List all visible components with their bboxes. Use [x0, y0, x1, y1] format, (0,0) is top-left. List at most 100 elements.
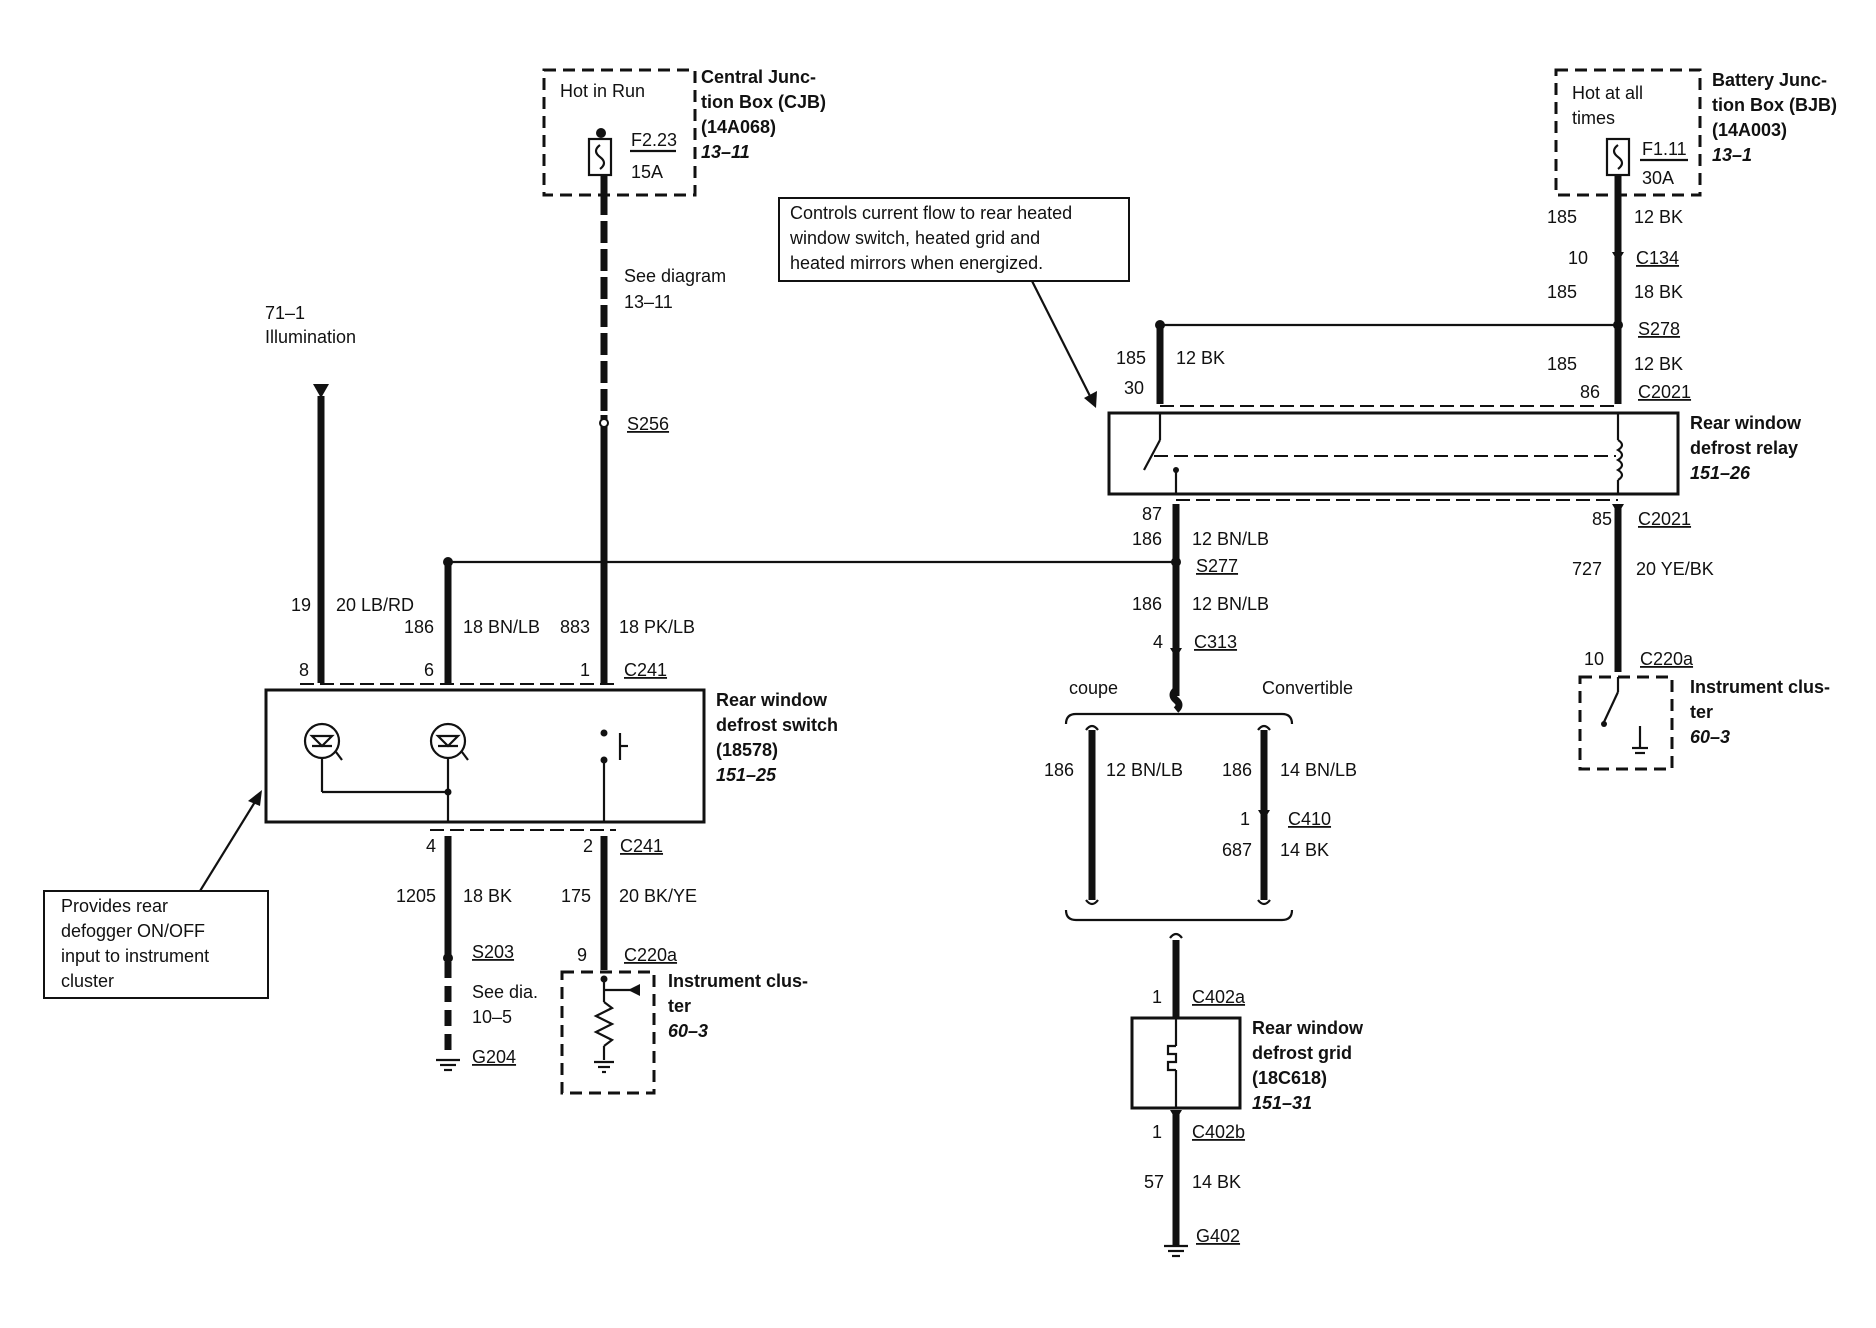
- c134-pin: 10: [1568, 248, 1588, 268]
- circuit-883: 883: [560, 617, 590, 637]
- relay-reference: 151–26: [1690, 463, 1751, 483]
- relay-gauge-185-right: 12 BK: [1634, 354, 1683, 374]
- bjb-name-line1: Battery Junc-: [1712, 70, 1827, 90]
- ground-g402: G402: [1196, 1226, 1240, 1246]
- connector-c134: C134: [1636, 248, 1679, 268]
- cluster-left-connector: C220a: [624, 945, 678, 965]
- relay-pin-85: 85: [1592, 509, 1612, 529]
- grid-connector-b: C402b: [1192, 1122, 1245, 1142]
- switch-connector-bottom: C241: [620, 836, 663, 856]
- switch-callout: Provides rear defogger ON/OFF input to i…: [43, 790, 269, 999]
- connector-c313: C313: [1194, 632, 1237, 652]
- see-diagram-line1: See diagram: [624, 266, 726, 286]
- relay-gauge-185-left: 12 BK: [1176, 348, 1225, 368]
- relay-circuit-185-left: 185: [1116, 348, 1146, 368]
- cjb-name-line2: tion Box (CJB): [701, 92, 826, 112]
- illumination-ref: 71–1: [265, 303, 305, 323]
- cjb-fuse-amps: 15A: [631, 162, 663, 182]
- gauge-186-switch: 18 BN/LB: [463, 617, 540, 637]
- splice-s203: S203: [472, 942, 514, 962]
- variant-coupe-label: coupe: [1069, 678, 1118, 698]
- relay-pin-30: 30: [1124, 378, 1144, 398]
- relay-gauge-727: 20 YE/BK: [1636, 559, 1714, 579]
- switch-name-line2: defrost switch: [716, 715, 838, 735]
- cluster-right-reference: 60–3: [1690, 727, 1730, 747]
- cjb-fuse-label: F2.23: [631, 130, 677, 150]
- instrument-cluster-left: 9 C220a Instrument clus- ter 60–3: [560, 945, 808, 1095]
- variant-gauge-186-coupe: 12 BN/LB: [1106, 760, 1183, 780]
- relay-name-line2: defrost relay: [1690, 438, 1798, 458]
- gauge-19: 20 LB/RD: [336, 595, 414, 615]
- switch-note-line1: Provides rear: [61, 896, 168, 916]
- switch-connector-top: C241: [624, 660, 667, 680]
- bjb-gauge-185b: 18 BK: [1634, 282, 1683, 302]
- switch-pin-2: 2: [583, 836, 593, 856]
- bjb-hot-line2: times: [1572, 108, 1615, 128]
- c313-pin: 4: [1153, 632, 1163, 652]
- relay-name-line1: Rear window: [1690, 413, 1802, 433]
- rear-window-defrost-switch: 8 6 1 C241 4 2 C241 Rear window defrost …: [264, 660, 838, 856]
- relay-circuit-727: 727: [1572, 559, 1602, 579]
- grid-reference: 151–31: [1252, 1093, 1312, 1113]
- grid-gauge-57: 14 BK: [1192, 1172, 1241, 1192]
- bjb-gauge-185a: 12 BK: [1634, 207, 1683, 227]
- ground-see-dia-line2: 10–5: [472, 1007, 512, 1027]
- switch-note-line2: defogger ON/OFF: [61, 921, 205, 941]
- bjb-fuse-label: F1.11: [1642, 139, 1687, 159]
- connector-c410: C410: [1288, 809, 1331, 829]
- rear-window-defrost-relay: 185 12 BK 30 185 12 BK 86 C2021 Rear win…: [1107, 348, 1802, 501]
- bjb-circuit-185a: 185: [1547, 207, 1577, 227]
- cluster-right-connector: C220a: [1640, 649, 1694, 669]
- relay-circuit-185-right: 185: [1547, 354, 1577, 374]
- relay-note-line3: heated mirrors when energized.: [790, 253, 1043, 273]
- bjb-circuit-185b: 185: [1547, 282, 1577, 302]
- switch-pin-1: 1: [580, 660, 590, 680]
- switch-part-number: (18578): [716, 740, 778, 760]
- central-junction-box: Hot in Run F2.23 15A Central Junc- tion …: [542, 67, 826, 197]
- gauge-175: 20 BK/YE: [619, 886, 697, 906]
- cluster-right-name-line2: ter: [1690, 702, 1713, 722]
- variant-convertible-label: Convertible: [1262, 678, 1353, 698]
- cluster-right-pin: 10: [1584, 649, 1604, 669]
- relay-pin-86: 86: [1580, 382, 1600, 402]
- instrument-cluster-right: 10 C220a Instrument clus- ter 60–3: [1578, 649, 1830, 771]
- switch-pin-6: 6: [424, 660, 434, 680]
- cjb-reference: 13–11: [701, 142, 750, 162]
- bjb-reference: 13–1: [1712, 145, 1752, 165]
- cluster-left-name-line1: Instrument clus-: [668, 971, 808, 991]
- switch-name-line1: Rear window: [716, 690, 828, 710]
- splice-s278: S278: [1638, 319, 1680, 339]
- variant-circuit-186-coupe: 186: [1044, 760, 1074, 780]
- relay-gauge-186-b: 12 BN/LB: [1192, 594, 1269, 614]
- cluster-left-name-line2: ter: [668, 996, 691, 1016]
- circuit-175: 175: [561, 886, 591, 906]
- c410-pin: 1: [1240, 809, 1250, 829]
- switch-reference: 151–25: [716, 765, 777, 785]
- rear-window-defrost-grid: 1 C402a Rear window defrost grid (18C618…: [1130, 932, 1364, 1258]
- grid-connector-a: C402a: [1192, 987, 1246, 1007]
- variant-gauge-186-convertible: 14 BN/LB: [1280, 760, 1357, 780]
- circuit-19: 19: [291, 595, 311, 615]
- cluster-left-reference: 60–3: [668, 1021, 708, 1041]
- battery-junction-box: Hot at all times F1.11 30A Battery Junc-…: [1554, 68, 1837, 197]
- relay-callout: Controls current flow to rear heated win…: [778, 197, 1130, 408]
- relay-note-line2: window switch, heated grid and: [789, 228, 1040, 248]
- variant-circuit-687: 687: [1222, 840, 1252, 860]
- cjb-hot-label: Hot in Run: [560, 81, 645, 101]
- ground-see-dia-line1: See dia.: [472, 982, 538, 1002]
- relay-note-line1: Controls current flow to rear heated: [790, 203, 1072, 223]
- circuit-1205: 1205: [396, 886, 436, 906]
- switch-note-line3: input to instrument: [61, 946, 209, 966]
- bjb-name-line2: tion Box (BJB): [1712, 95, 1837, 115]
- illumination-label: Illumination: [265, 327, 356, 347]
- relay-connector-bottom: C2021: [1638, 509, 1691, 529]
- bjb-hot-line1: Hot at all: [1572, 83, 1643, 103]
- bjb-part-number: (14A003): [1712, 120, 1787, 140]
- variant-section: coupe Convertible 186 12 BN/LB 186 14 BN…: [1044, 678, 1357, 922]
- ground-g204: G204: [472, 1047, 516, 1067]
- switch-pin-4: 4: [426, 836, 436, 856]
- grid-pin-b: 1: [1152, 1122, 1162, 1142]
- variant-circuit-186-convertible: 186: [1222, 760, 1252, 780]
- cjb-name-line1: Central Junc-: [701, 67, 816, 87]
